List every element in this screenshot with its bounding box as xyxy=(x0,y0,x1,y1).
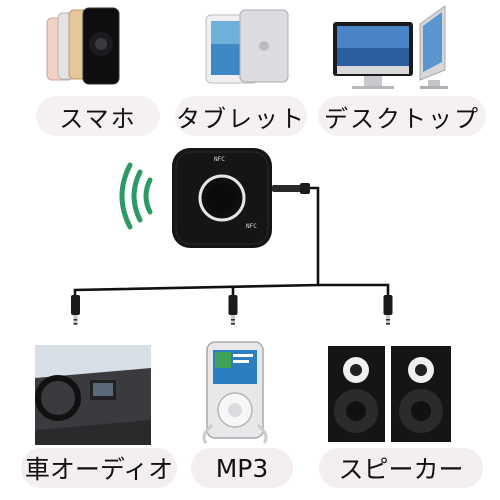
device-label-desktop-text: デスクトップ xyxy=(324,104,480,133)
device-label-smartphone-text: スマホ xyxy=(59,104,137,133)
device-label-speaker: スピーカー xyxy=(319,448,483,488)
speakers-image xyxy=(328,346,451,442)
audio-plug-center xyxy=(228,295,238,325)
device-label-smartphone: スマホ xyxy=(36,96,160,136)
tablets-image xyxy=(205,9,289,84)
bluetooth-receiver xyxy=(172,148,272,248)
desktop-computers-image xyxy=(333,5,448,89)
audio-plug-right xyxy=(383,295,393,325)
device-label-tablet-text: タブレット xyxy=(176,104,306,133)
device-label-desktop: デスクトップ xyxy=(318,96,486,136)
mp3-player-image xyxy=(202,341,268,444)
device-label-tablet: タブレット xyxy=(175,96,307,136)
device-label-speaker-text: スピーカー xyxy=(338,455,464,484)
receiver-plug xyxy=(272,183,310,194)
receiver-nfc-label: NFC xyxy=(246,223,257,230)
receiver-top-mark: NFC xyxy=(214,156,225,163)
device-label-mp3: MP3 xyxy=(191,448,293,488)
car-audio-image xyxy=(35,345,151,445)
audio-plug-left xyxy=(71,295,80,325)
device-label-car-audio: 車オーディオ xyxy=(21,448,177,488)
audio-cable xyxy=(73,186,390,295)
device-label-car-audio-text: 車オーディオ xyxy=(24,455,174,484)
smartphones-image xyxy=(46,7,120,85)
bluetooth-signal-waves xyxy=(119,162,153,230)
device-label-mp3-text: MP3 xyxy=(215,453,269,483)
